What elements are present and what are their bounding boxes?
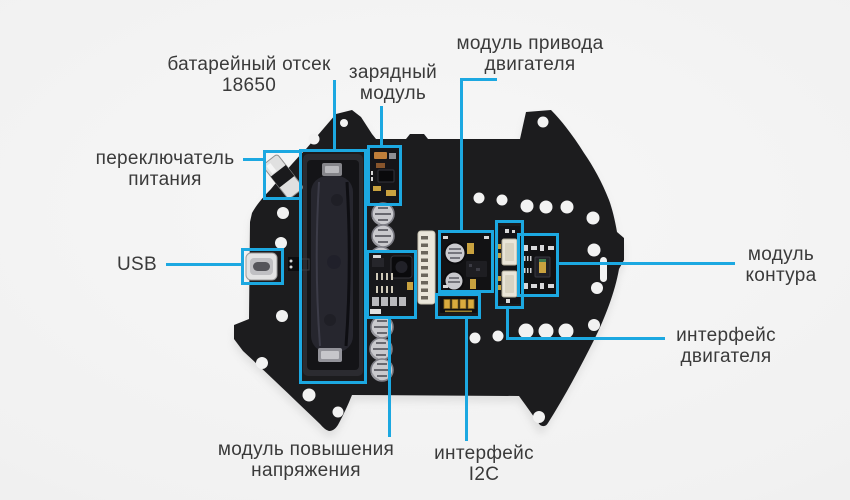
battery-leader	[333, 80, 336, 151]
mounting-holes	[256, 116, 607, 423]
power-switch-leader	[243, 158, 265, 161]
motor-connectors	[497, 226, 520, 304]
charging-highlight	[367, 145, 402, 206]
power-switch-highlight	[263, 150, 302, 200]
usb-label: USB	[117, 254, 157, 275]
motor-driver-leader-h	[460, 78, 497, 81]
i2c-highlight	[435, 293, 481, 319]
boost-highlight	[366, 250, 417, 319]
boost-leader	[388, 317, 391, 437]
motor-interface-leader-v	[506, 307, 509, 340]
battery-holder	[303, 154, 363, 376]
i2c-connector	[440, 297, 477, 313]
motor-interface-label: интерфейс двигателя	[676, 325, 776, 367]
usb-leader	[166, 263, 243, 266]
line-module	[519, 236, 558, 294]
motor-driver-leader-v	[460, 78, 463, 232]
edge-connector	[417, 230, 436, 305]
line-module-leader	[557, 262, 735, 265]
line-module-label: модуль контура	[745, 244, 817, 286]
charging-leader	[380, 106, 383, 147]
charging-module	[369, 147, 400, 204]
i2c-interface-label: интерфейс I2C	[434, 443, 534, 485]
battery-highlight	[299, 149, 367, 384]
motor-interface-highlight	[495, 220, 524, 309]
usb-highlight	[241, 248, 284, 285]
power-switch-label: переключатель питания	[95, 148, 235, 190]
motor-driver-module	[440, 232, 492, 292]
motor-interface-leader-h	[506, 337, 665, 340]
charging-module-label: зарядный модуль	[348, 62, 438, 104]
motor-driver-highlight	[438, 230, 494, 293]
line-module-highlight	[517, 233, 559, 297]
usb-port	[245, 252, 278, 281]
battery-compartment-label: батарейный отсек 18650	[167, 54, 331, 96]
boost-module	[368, 252, 415, 317]
boost-module-label: модуль повышения напряжения	[217, 439, 395, 481]
power-switch	[262, 154, 303, 199]
motor-driver-label: модуль привода двигателя	[456, 33, 604, 75]
i2c-leader	[465, 318, 468, 441]
